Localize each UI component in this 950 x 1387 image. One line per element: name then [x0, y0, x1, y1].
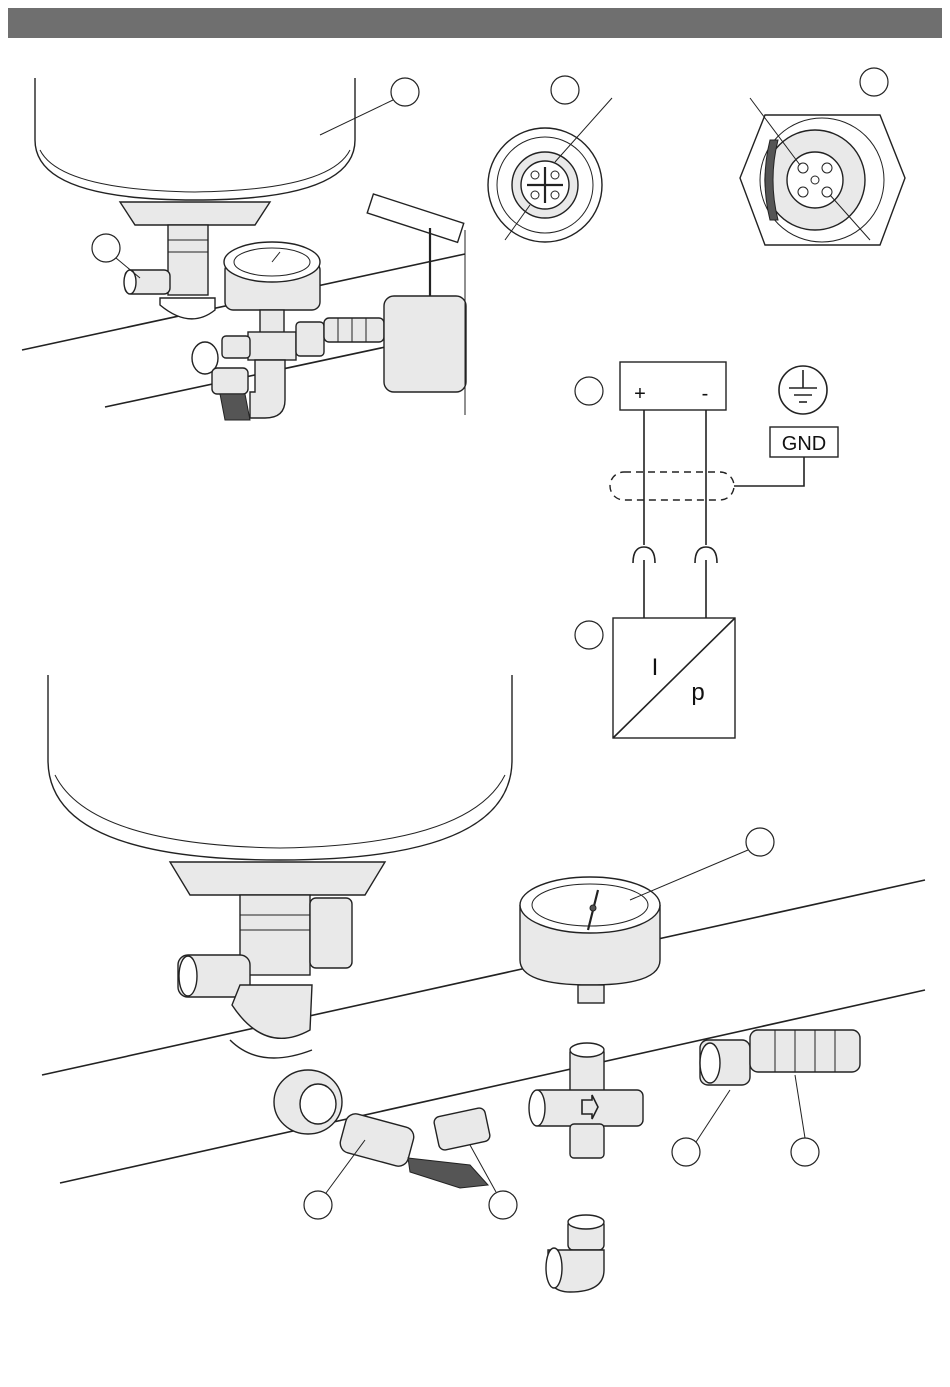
exploded-elbow-fitting — [546, 1215, 604, 1292]
callout-coupling — [791, 1138, 819, 1166]
vessel-top — [35, 78, 355, 200]
callout-union — [672, 1138, 700, 1166]
gnd-label: GND — [782, 433, 826, 455]
transducer-output-label: p — [691, 679, 704, 706]
pressure-gauge-icon — [224, 242, 320, 334]
callout-transducer — [575, 621, 603, 649]
vessel-flange — [120, 202, 270, 225]
callout-connector-male — [860, 68, 888, 96]
wiring-schematic: + - GND I p — [575, 362, 838, 738]
callout-cock-handle — [489, 1191, 517, 1219]
drain-cock — [212, 368, 248, 394]
cable-shield — [610, 472, 734, 500]
plus-label: + — [634, 383, 646, 405]
shield-to-gnd-wire — [734, 457, 804, 486]
callout-power-supply — [575, 377, 603, 405]
tee-fitting — [248, 332, 296, 360]
fitting-left — [222, 336, 250, 358]
callout-gauge — [746, 828, 774, 856]
transducer-input-label: I — [652, 654, 659, 681]
fitting-union — [296, 322, 324, 356]
exploded-view — [42, 675, 925, 1292]
exploded-vessel — [48, 675, 512, 860]
exploded-union-coupling — [700, 1030, 860, 1085]
elbow-fitting — [250, 360, 285, 418]
connector-pinout-icon — [488, 76, 612, 242]
callout-side-valve — [92, 234, 120, 262]
exploded-ring-fitting — [274, 1070, 342, 1134]
connector-base — [160, 298, 215, 319]
connector-male-hex — [740, 68, 905, 245]
ball-valve-icon — [338, 1107, 491, 1188]
ball-valve-icon — [367, 194, 466, 392]
quick-coupling — [324, 318, 384, 342]
exploded-tee-fitting — [529, 1043, 643, 1158]
vessel-connector — [168, 225, 208, 295]
exploded-vessel-flange — [170, 862, 385, 895]
callout-vessel — [391, 78, 419, 106]
callout-drain-cock — [304, 1191, 332, 1219]
top-left-assembly — [22, 78, 466, 420]
callout-connector-female — [551, 76, 579, 104]
minus-label: - — [702, 383, 709, 405]
ground-icon — [779, 366, 827, 414]
